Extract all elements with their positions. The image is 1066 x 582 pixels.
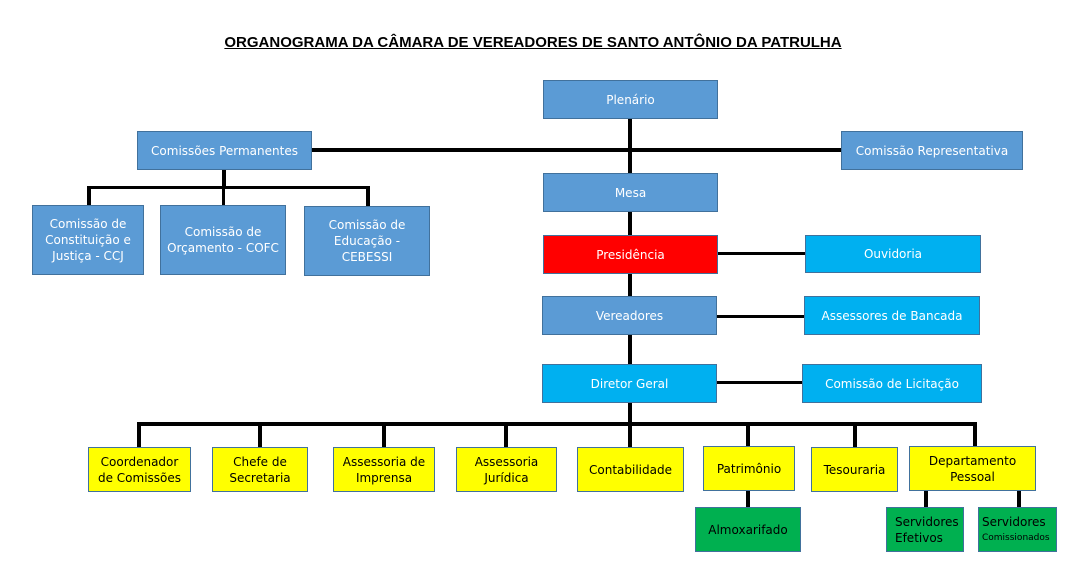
node-assessoria-imprensa: Assessoria de Imprensa (333, 447, 435, 492)
node-departamento-pessoal: Departamento Pessoal (909, 446, 1036, 491)
node-chefe-secretaria: Chefe de Secretaria (212, 447, 308, 492)
label-line: Servidores (982, 514, 1046, 529)
connector (258, 422, 262, 447)
node-contabilidade: Contabilidade (577, 447, 684, 492)
label-line: Servidores (895, 514, 959, 529)
connector (628, 274, 632, 296)
connector (746, 491, 750, 507)
node-assessores-bancada: Assessores de Bancada (804, 296, 980, 335)
connector (628, 422, 632, 447)
connector (137, 422, 977, 426)
connector (628, 403, 632, 426)
connector (628, 335, 632, 364)
connector (137, 422, 141, 447)
node-presidencia: Presidência (543, 235, 718, 274)
label-line: Efetivos (895, 530, 943, 545)
connector (87, 186, 91, 205)
connector (746, 422, 750, 447)
connector (87, 186, 370, 189)
connector (853, 422, 857, 447)
connector (504, 422, 508, 447)
node-cofc: Comissão de Orçamento - COFC (160, 205, 286, 275)
node-ccj: Comissão de Constituição e Justiça - CCJ (32, 205, 144, 275)
connector (628, 212, 632, 235)
node-comissao-licitacao: Comissão de Licitação (802, 364, 982, 403)
connector (312, 148, 841, 152)
connector (366, 186, 370, 206)
connector (1017, 491, 1021, 507)
node-servidores-comissionados: Servidores Comissionados (978, 507, 1057, 552)
node-patrimonio: Patrimônio (703, 446, 795, 491)
connector (973, 422, 977, 447)
node-comissao-representativa: Comissão Representativa (841, 131, 1023, 170)
connector (222, 186, 225, 205)
connector (924, 491, 928, 507)
node-servidores-efetivos: Servidores Efetivos (886, 507, 964, 552)
connector (717, 315, 804, 318)
node-assessoria-juridica: Assessoria Jurídica (456, 447, 557, 492)
node-vereadores: Vereadores (542, 296, 717, 335)
chart-title: ORGANOGRAMA DA CÂMARA DE VEREADORES DE S… (224, 34, 842, 51)
node-mesa: Mesa (543, 173, 718, 212)
node-diretor-geral: Diretor Geral (542, 364, 717, 403)
connector (222, 170, 226, 188)
node-ouvidoria: Ouvidoria (805, 235, 981, 273)
connector (382, 422, 386, 447)
node-coordenador: Coordenador de Comissões (88, 447, 191, 492)
node-tesouraria: Tesouraria (811, 447, 898, 492)
node-plenario: Plenário (543, 80, 718, 119)
label-line: Comissionados (982, 532, 1050, 543)
node-almoxarifado: Almoxarifado (695, 507, 801, 552)
node-cebessi: Comissão de Educação - CEBESSI (304, 206, 430, 276)
connector (717, 381, 802, 384)
node-comissoes-permanentes: Comissões Permanentes (137, 131, 312, 170)
connector (628, 119, 632, 173)
connector (718, 252, 805, 255)
